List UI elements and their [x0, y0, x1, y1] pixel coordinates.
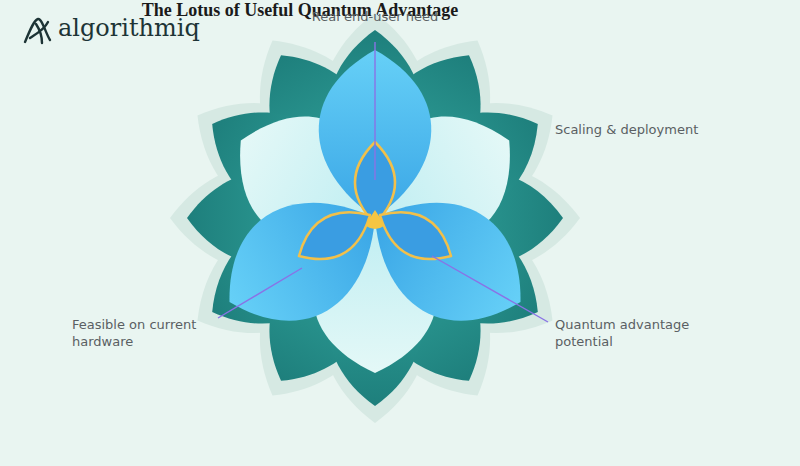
axis-label: Quantum advantage potential: [555, 316, 705, 350]
teal-petals: [187, 30, 563, 406]
axis-label: Scaling & deployment: [555, 121, 755, 138]
axis-label: Real end-user need: [300, 8, 450, 25]
triquetra-center: [366, 210, 384, 229]
axis-label: Feasible on current hardware: [72, 316, 222, 350]
leader-lines: [218, 42, 548, 322]
logo-text: algorithmiq: [58, 14, 258, 42]
logo-icon: [25, 19, 50, 43]
halo-petals: [170, 13, 580, 423]
